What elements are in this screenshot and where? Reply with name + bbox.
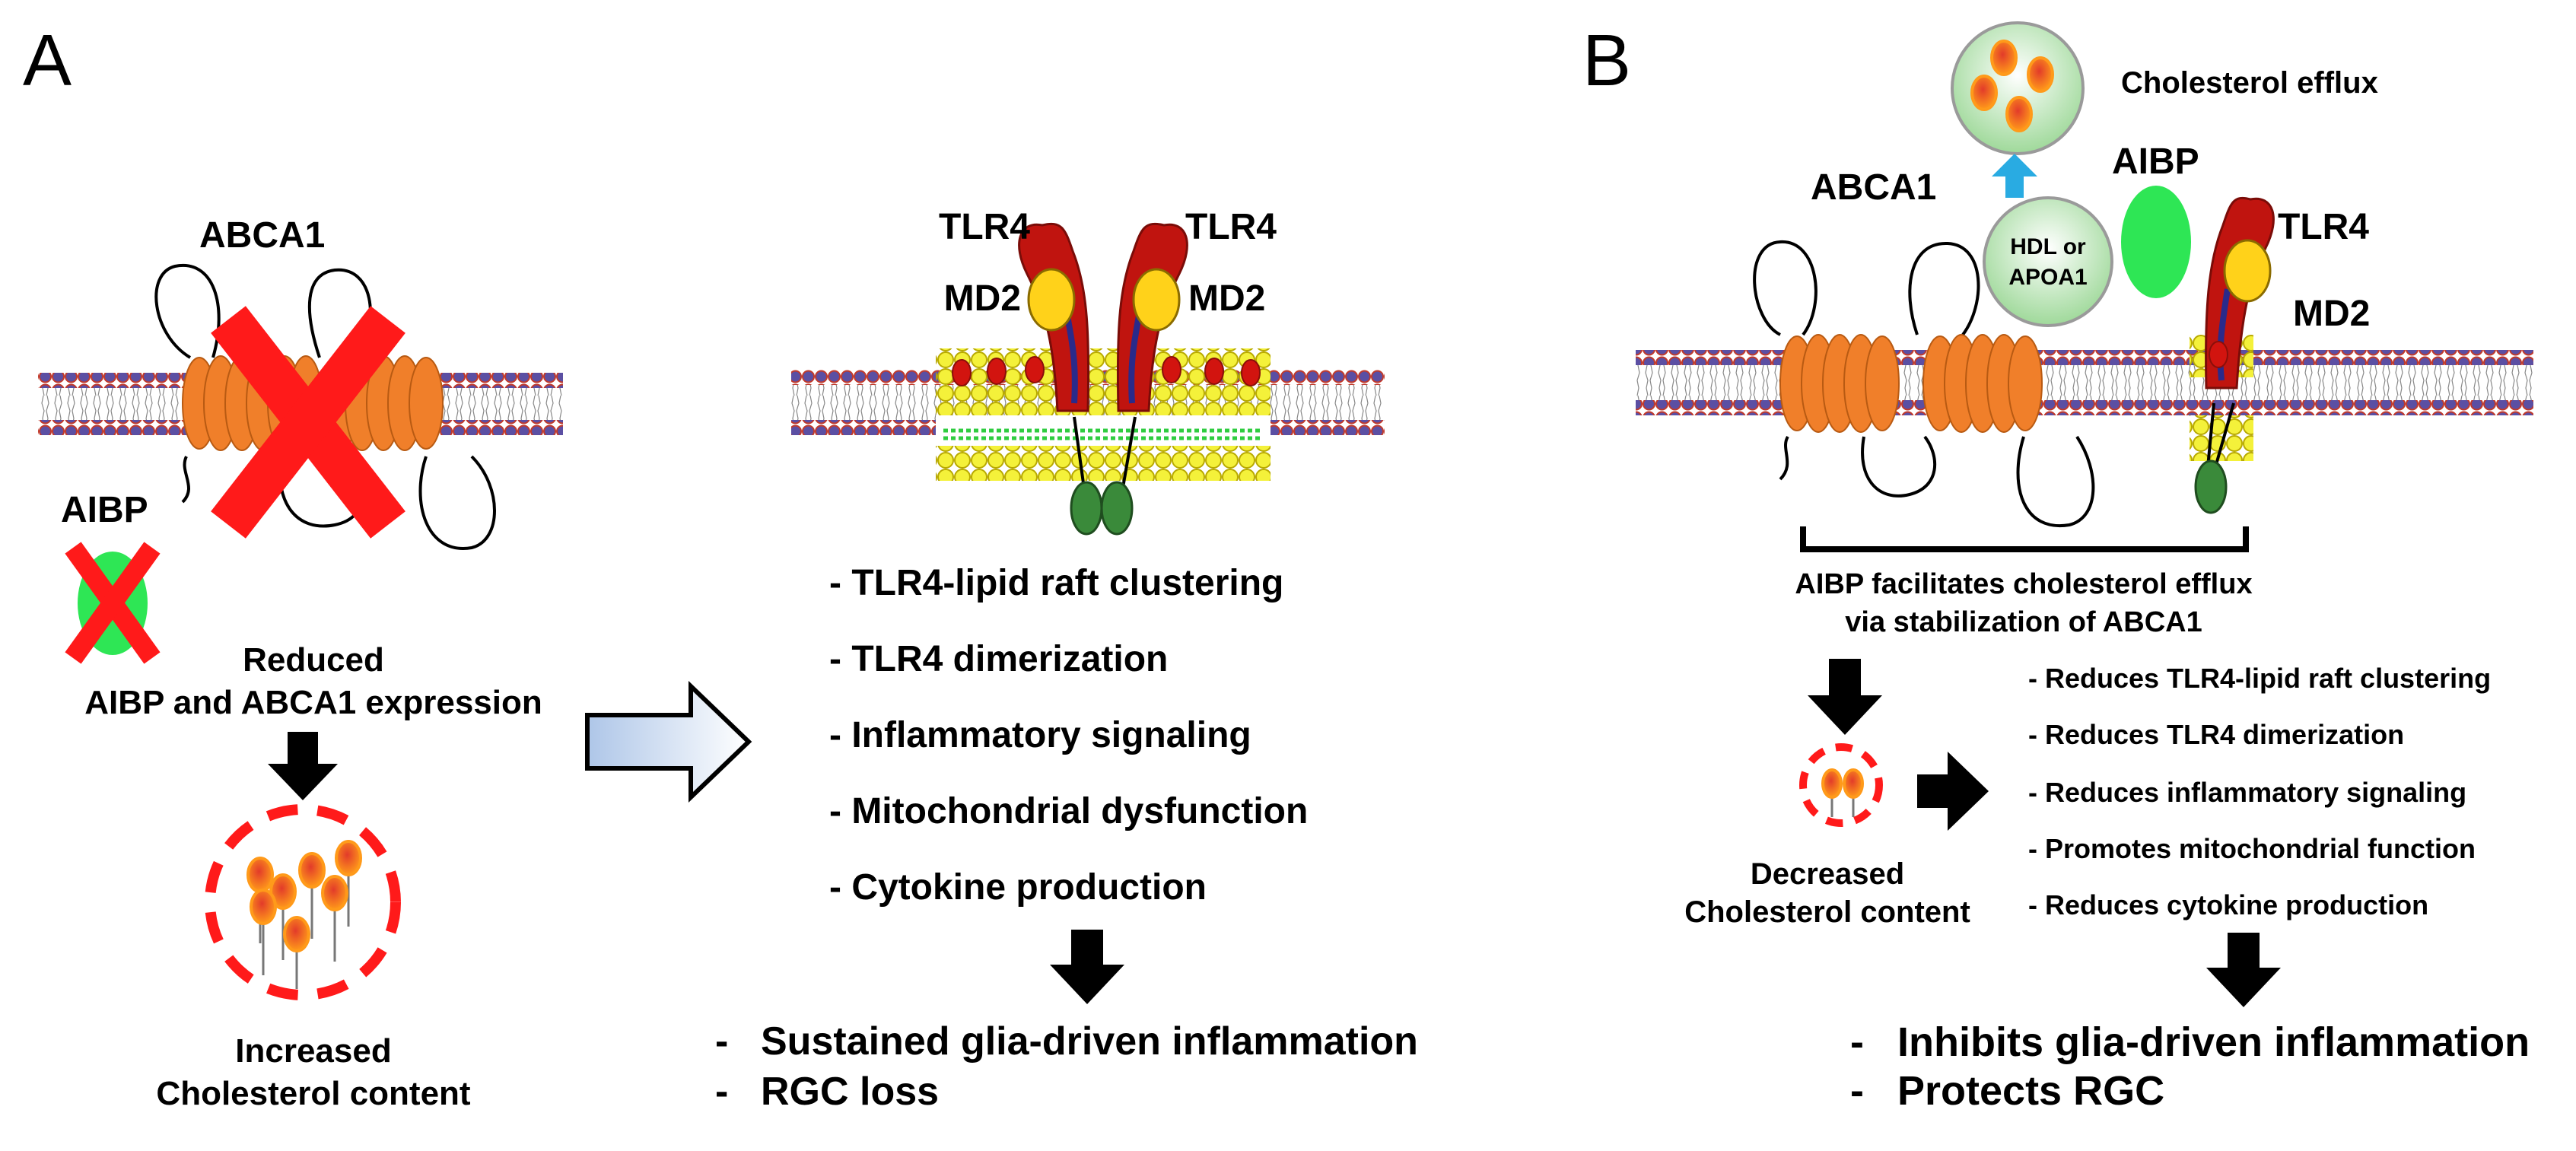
abca1-label-a: ABCA1 (199, 215, 325, 256)
outcome-b-1: Inhibits glia-driven inflammation (1897, 1019, 2530, 1065)
outcome-a-dash-1: - (715, 1019, 728, 1064)
aibp-label-a: AIBP (61, 490, 148, 530)
down-arrow-a1 (268, 732, 338, 800)
abca1-label-b: ABCA1 (1811, 167, 1936, 208)
outcome-b-2: Protects RGC (1897, 1068, 2164, 1114)
lipid-raft-a (936, 348, 1271, 481)
effect-a-4: - Mitochondrial dysfunction (829, 791, 1308, 831)
md2-label-right: MD2 (1188, 278, 1265, 319)
decreased-line-1: Decreased (1751, 857, 1904, 891)
tlr4-label-right: TLR4 (1185, 207, 1277, 247)
decreased-line-2: Cholesterol content (1684, 895, 1970, 929)
down-arrow-b1 (1808, 659, 1882, 735)
outcome-b-dash-2: - (1850, 1068, 1864, 1114)
transition-arrow-icon (585, 680, 752, 803)
bracket (1800, 526, 2249, 552)
aibp-cross-icon (65, 542, 161, 664)
increased-line-1: Increased (235, 1032, 391, 1070)
effect-a-5: - Cytokine production (829, 867, 1207, 908)
hdl-apoa1-particle (1983, 196, 2113, 327)
effect-b-2: - Reduces TLR4 dimerization (2028, 719, 2404, 750)
hdl-label-2: APOA1 (2008, 265, 2087, 290)
effect-a-2: - TLR4 dimerization (829, 639, 1168, 679)
tlr4-monomer-b (2190, 196, 2275, 514)
reduced-line-2: AIBP and ABCA1 expression (84, 684, 542, 721)
effect-b-1: - Reduces TLR4-lipid raft clustering (2028, 663, 2491, 694)
tlr4-dimer-a (1018, 222, 1188, 536)
effect-b-4: - Promotes mitochondrial function (2028, 833, 2476, 864)
increased-line-2: Cholesterol content (156, 1075, 470, 1112)
effect-b-3: - Reduces inflammatory signaling (2028, 777, 2466, 808)
cholesterol-cluster-decreased (1799, 743, 1883, 827)
abca1-cross-icon (211, 306, 405, 539)
down-arrow-b2 (2206, 933, 2281, 1007)
cholesterol-efflux-label: Cholesterol efflux (2121, 66, 2378, 100)
bracket-line-1: AIBP facilitates cholesterol efflux (1795, 568, 2252, 600)
cholesterol-cluster-increased (205, 804, 401, 1000)
md2-label-b: MD2 (2293, 294, 2370, 334)
reduced-line-1: Reduced (243, 641, 384, 679)
hdl-label-1: HDL or (2010, 234, 2086, 259)
effect-b-5: - Reduces cytokine production (2028, 889, 2428, 920)
outcome-a-2: RGC loss (761, 1070, 939, 1114)
abca1-protein-b (1779, 334, 2043, 433)
outcome-b-dash-1: - (1850, 1019, 1864, 1065)
tlr4-label-b: TLR4 (2278, 207, 2369, 247)
outcome-a-dash-2: - (715, 1070, 728, 1114)
panel-b-letter: B (1582, 20, 1631, 101)
outcome-a-1: Sustained glia-driven inflammation (761, 1019, 1418, 1064)
aibp-label-b: AIBP (2112, 141, 2199, 182)
effect-a-1: - TLR4-lipid raft clustering (829, 563, 1283, 603)
efflux-particle (1951, 21, 2085, 155)
down-arrow-a2 (1050, 930, 1124, 1004)
abca1-loops-b (1753, 240, 2095, 528)
efflux-up-arrow-icon (1992, 154, 2037, 198)
bracket-line-2: via stabilization of ABCA1 (1845, 606, 2202, 638)
membrane-b (1636, 350, 2533, 415)
tlr4-label-left: TLR4 (939, 207, 1030, 247)
md2-label-left: MD2 (944, 278, 1021, 319)
panel-a-letter: A (23, 20, 72, 101)
aibp-protein-b (2121, 186, 2191, 298)
right-arrow-b (1917, 752, 1989, 831)
effect-a-3: - Inflammatory signaling (829, 715, 1251, 755)
